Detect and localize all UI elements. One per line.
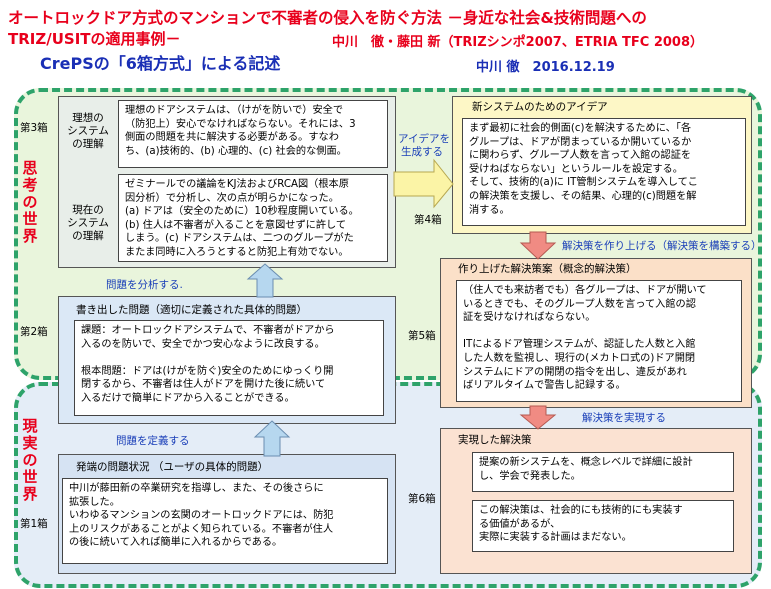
authors: 中川 徹・藤田 新（TRIZシンポ2007、ETRIA TFC 2008）: [332, 35, 704, 50]
box1-label: 第1箱: [20, 518, 48, 530]
box6-text1: 提案の新システムを、概念レベルで詳細に設計し、学会で発表した。: [472, 452, 734, 492]
box6-label: 第6箱: [408, 493, 436, 505]
box2-text: 課題：オートロックドアシステムで、不審者がドアから入るのを防いで、安全でかつ安心…: [74, 320, 384, 416]
get-idea-arrow: [393, 158, 454, 209]
box2-label: 第2箱: [20, 326, 48, 338]
box6-heading: 実現した解決策: [458, 434, 532, 446]
define-problem-label: 問題を定義する: [116, 435, 190, 447]
subtitle: CrePSの「6箱方式」による記述: [40, 54, 281, 73]
title-line1: オートロックドア方式のマンションで不審者の侵入を防ぐ方法 －身近な社会&技術問題…: [8, 9, 647, 27]
implement-solution-label: 解決策を実現する: [582, 412, 666, 424]
box3-current-text: ゼミナールでの議論をKJ法およびRCA図（根本原因分析）で分析し、次の点が明らか…: [118, 174, 388, 262]
box4-heading: 新システムのためのアイデア: [472, 101, 608, 113]
thinking-world-label: 思考の世界: [22, 159, 38, 245]
author-date: 中川 徹 2016.12.19: [476, 60, 615, 75]
box6-text2: この解決策は、社会的にも技術的にも実装する価値があるが、実際に実装する計画はまだ…: [472, 500, 734, 552]
box3-ideal-text: 理想のドアシステムは、（けがを防いで）安全で（防犯上）安心でなければならない。そ…: [118, 100, 388, 168]
box1-heading: 発端の問題状況 （ユーザの具体的問題）: [76, 461, 269, 473]
analyze-problem-label: 問題を分析する.: [106, 279, 183, 291]
box5-heading: 作り上げた解決策案（概念的解決策）: [458, 263, 637, 275]
box5-label: 第5箱: [408, 330, 436, 342]
box4-text: まず最初に社会的側面(c)を解決するために、「各グループは、ドアが閉まっているか…: [462, 118, 746, 226]
box3-label: 第3箱: [20, 122, 48, 134]
define-problem-arrow: [253, 420, 291, 457]
title-line2: TRIZ/USITの適用事例－: [8, 30, 181, 48]
box3-ideal-label: 理想のシステムの理解: [67, 112, 109, 150]
box1-text: 中川が藤田新の卒業研究を指導し、また、その後さらに拡張した。いわゆるマンションの…: [62, 478, 388, 564]
implement-solution-arrow: [519, 405, 557, 430]
real-world-label: 現実の世界: [22, 417, 38, 503]
box3-current-label: 現在のシステムの理解: [67, 204, 109, 242]
build-solution-arrow: [519, 231, 557, 260]
build-solution-label: 解決策を作り上げる（解決策を構築する）: [562, 240, 762, 252]
box5-text: （住人でも来訪者でも）各グループは、ドアが開いているときでも、そのグループ人数を…: [456, 280, 742, 402]
box4-label: 第4箱: [414, 214, 442, 226]
box2-heading: 書き出した問題（適切に定義された具体的問題）: [76, 304, 307, 316]
get-idea-label: アイデアを生成する: [398, 133, 450, 158]
analyze-problem-arrow: [246, 263, 284, 298]
